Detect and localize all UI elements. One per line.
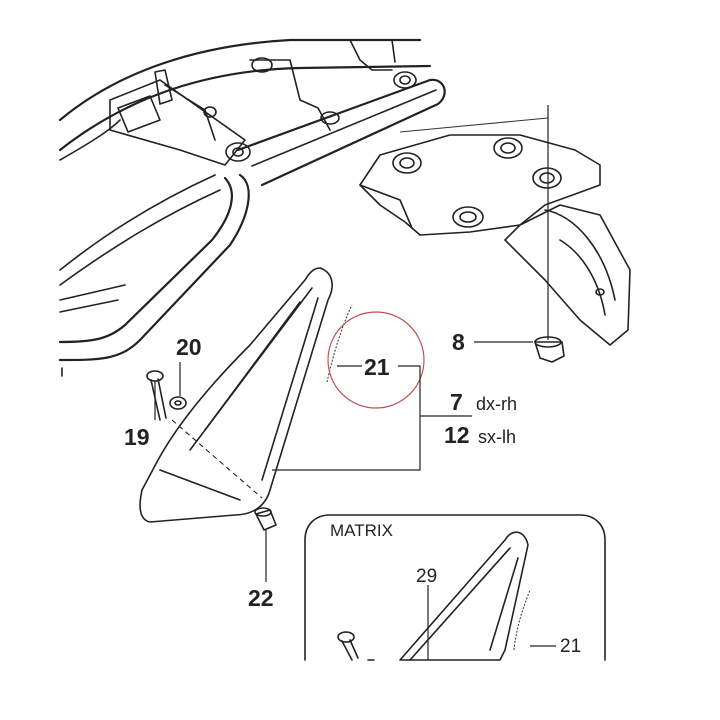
washer-20 (169, 362, 187, 410)
callout-12-side: sx-lh (478, 427, 516, 447)
highlight-circle (327, 311, 425, 409)
plug-22 (254, 507, 277, 582)
inset-callout-21: 21 (560, 636, 581, 657)
inset-title: MATRIX (330, 521, 393, 540)
callout-8: 8 (452, 329, 465, 355)
screw-19 (146, 370, 167, 421)
callout-7: 7 (450, 389, 463, 415)
callout-21: 21 (364, 354, 390, 380)
inset-callout-29: 29 (416, 566, 437, 587)
callout-7-side: dx-rh (476, 394, 517, 414)
part-8-nut (474, 105, 565, 363)
plate-bracket (359, 117, 631, 346)
matrix-inset: MATRIX (304, 514, 606, 661)
callout-22: 22 (248, 585, 274, 611)
side-cover-part (139, 267, 353, 523)
callout-19: 19 (124, 424, 150, 450)
rear-subframe (58, 38, 446, 377)
callout-20: 20 (176, 334, 202, 360)
leader-lines (272, 365, 472, 471)
callout-12: 12 (444, 422, 470, 448)
